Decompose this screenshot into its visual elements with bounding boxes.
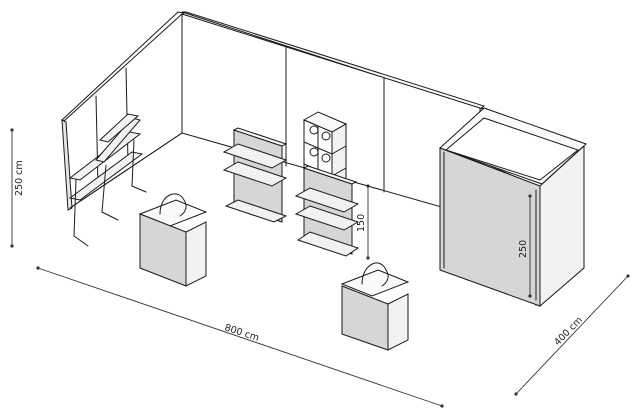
cabin-height-label: 250 <box>518 240 529 258</box>
depth-dimension <box>514 274 630 396</box>
shelf-height-label: 150 <box>356 214 367 232</box>
shelf-height-dimension <box>366 184 370 260</box>
height-dimension <box>10 128 14 248</box>
wall-shelves <box>68 113 147 247</box>
display-shelf-1 <box>222 127 288 223</box>
height-label: 250 cm <box>14 160 25 196</box>
cabin-height-dimension <box>528 194 532 298</box>
reception-counter-1 <box>138 193 208 287</box>
width-label: 800 cm <box>223 322 260 343</box>
depth-label: 400 cm <box>552 315 585 348</box>
reception-counter-2 <box>340 262 410 351</box>
display-shelf-2 <box>294 165 360 257</box>
storage-cabin <box>439 107 587 308</box>
width-dimension <box>36 266 444 408</box>
back-wall <box>181 11 486 219</box>
